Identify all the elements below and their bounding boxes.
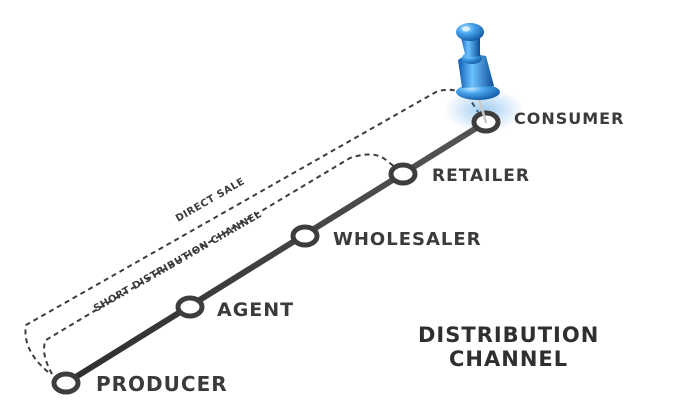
node-retailer [388,162,418,186]
label-direct-sale: DIRECT SALE [174,176,247,224]
label-consumer: CONSUMER [514,109,624,128]
diagram-title-line1: DISTRIBUTION [418,323,599,347]
short-channel-route [43,153,397,375]
main-channel-line [63,119,489,386]
diagram-title-line2: CHANNEL [449,347,568,371]
node-wholesaler [290,224,320,248]
pushpin-icon [456,23,500,124]
label-wholesaler: WHOLESALER [333,229,482,250]
label-retailer: RETAILER [432,166,530,186]
pin-glow [444,88,524,132]
node-agent [175,295,205,319]
label-producer: PRODUCER [96,372,228,396]
label-agent: AGENT [217,299,294,321]
node-producer [51,371,81,395]
